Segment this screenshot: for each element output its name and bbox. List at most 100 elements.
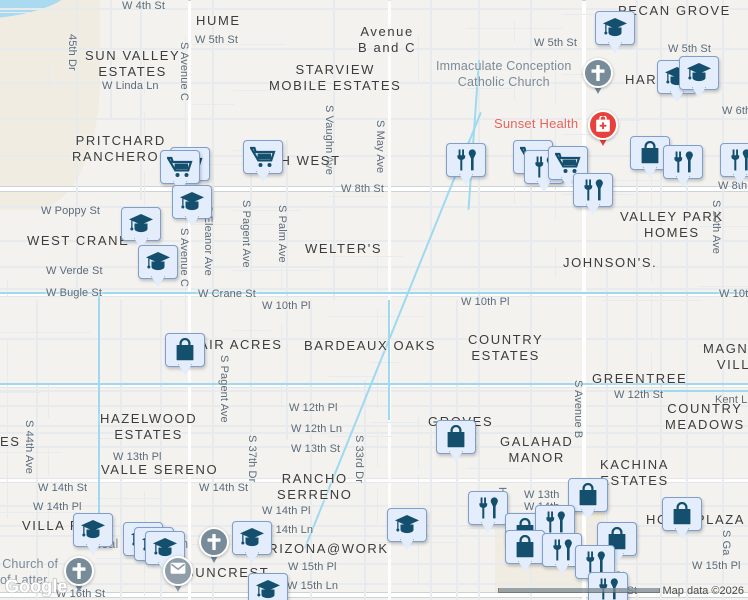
road-segment xyxy=(603,240,681,241)
road-segment xyxy=(0,425,748,427)
graduation-cap-icon xyxy=(256,580,280,599)
pin-body xyxy=(588,572,628,600)
road-segment xyxy=(466,528,542,529)
map-pin-shopping-bag[interactable] xyxy=(436,420,476,462)
road-segment xyxy=(0,592,748,598)
road-segment xyxy=(7,399,8,460)
shopping-bag-icon xyxy=(516,535,534,558)
restaurant-icon xyxy=(586,551,605,573)
map-circle-pin-mail-envelope[interactable] xyxy=(163,556,193,593)
neighborhood-label: HUME xyxy=(196,13,241,28)
road-segment xyxy=(0,48,748,50)
road-segment xyxy=(530,0,532,600)
map-circle-pin-hospital-bag[interactable] xyxy=(588,110,618,147)
street-label: S 37th Dr xyxy=(246,435,258,483)
road-segment xyxy=(370,482,440,483)
road-segment xyxy=(0,206,748,208)
road-segment xyxy=(144,551,145,596)
map-pin-graduation-cap[interactable] xyxy=(679,56,719,98)
road-segment xyxy=(514,81,515,100)
canal-segment xyxy=(388,300,390,420)
pin-tail-outline xyxy=(449,451,463,462)
map-pin-shopping-bag[interactable] xyxy=(165,333,205,375)
map-circle-pin-church-cross[interactable] xyxy=(64,556,94,593)
road-segment xyxy=(0,12,30,13)
graduation-cap-icon xyxy=(81,520,105,539)
pin-tail-outline xyxy=(245,552,259,563)
land-patch-northwest xyxy=(0,0,100,210)
map-pin-graduation-cap[interactable] xyxy=(138,245,178,287)
graduation-cap-icon xyxy=(129,214,153,233)
map-pin-graduation-cap[interactable] xyxy=(73,513,113,555)
map-pin-shopping-cart[interactable] xyxy=(243,140,283,182)
map-pin-shopping-cart[interactable] xyxy=(548,146,588,188)
graduation-cap-icon xyxy=(240,528,264,547)
road-segment xyxy=(0,186,748,192)
road-segment xyxy=(699,226,748,227)
road-segment xyxy=(377,249,378,292)
map-pin-shopping-bag[interactable] xyxy=(662,497,702,539)
map-pin-restaurant[interactable] xyxy=(663,145,703,187)
road-segment xyxy=(0,535,748,537)
road-segment xyxy=(329,436,393,437)
map-pin-graduation-bag-cap[interactable] xyxy=(387,508,427,550)
road-segment xyxy=(606,260,608,600)
pin-tail-outline xyxy=(185,216,199,227)
canal-segment xyxy=(0,292,748,294)
map-pin-graduation-cap[interactable] xyxy=(248,573,288,600)
road-segment xyxy=(144,51,145,94)
map-pin-restaurant[interactable] xyxy=(588,572,628,600)
map-pin-graduation-cap[interactable] xyxy=(232,521,272,563)
svg-text:Google: Google xyxy=(5,576,67,596)
road-segment xyxy=(192,224,274,225)
pin-point xyxy=(208,552,220,563)
map-pin-restaurant[interactable] xyxy=(573,173,613,215)
road-segment xyxy=(377,489,378,524)
road-segment xyxy=(0,240,748,242)
map-circle-pin-church-cross[interactable] xyxy=(199,527,229,564)
road-segment xyxy=(0,8,748,10)
road-segment xyxy=(699,406,748,407)
pin-body xyxy=(446,143,486,177)
road-segment xyxy=(110,0,112,120)
map-pin-shopping-bag[interactable] xyxy=(505,530,545,572)
road-segment xyxy=(603,120,641,121)
road-segment xyxy=(377,369,378,408)
shopping-bag-icon xyxy=(641,141,659,164)
map-pin-restaurant[interactable] xyxy=(468,491,508,533)
road-segment xyxy=(0,266,748,268)
road-segment xyxy=(699,346,733,347)
pin-circle xyxy=(583,58,613,88)
pin-tail-outline xyxy=(608,42,622,53)
road-segment xyxy=(281,323,282,346)
graduation-cap-icon xyxy=(146,252,170,271)
map-pin-shopping-bag[interactable] xyxy=(568,478,608,520)
svg-text:Google: Google xyxy=(5,576,67,596)
neighborhood-label: WELTER'S xyxy=(305,241,383,256)
pin-tail-outline xyxy=(676,176,690,187)
map-pin-graduation-cap[interactable] xyxy=(595,11,635,53)
street-label: W 6th xyxy=(722,105,748,117)
road-segment xyxy=(0,512,80,513)
pin-tail-outline xyxy=(555,564,569,575)
road-segment xyxy=(188,0,191,600)
road-segment xyxy=(281,383,282,404)
canal-segment xyxy=(98,295,100,525)
church-cross-icon xyxy=(72,563,86,579)
road-segment xyxy=(418,35,419,84)
google-logo[interactable]: Google Google xyxy=(4,576,72,598)
road-segment xyxy=(310,300,312,600)
pin-point xyxy=(172,581,184,592)
street-label: W 15th Ln xyxy=(287,580,339,592)
map-pin-restaurant[interactable] xyxy=(720,143,748,185)
road-segment xyxy=(377,309,378,350)
road-segment xyxy=(0,505,748,507)
map-circle-pin-church-cross[interactable] xyxy=(583,58,613,95)
street-label: S Pagent Ave xyxy=(218,355,230,423)
street-label: W 14th St xyxy=(38,482,88,494)
map-pin-graduation-cap[interactable] xyxy=(121,207,161,249)
map-pin-restaurant[interactable] xyxy=(446,143,486,185)
map-pin-graduation-cap[interactable] xyxy=(172,185,212,227)
road-segment xyxy=(96,438,142,439)
